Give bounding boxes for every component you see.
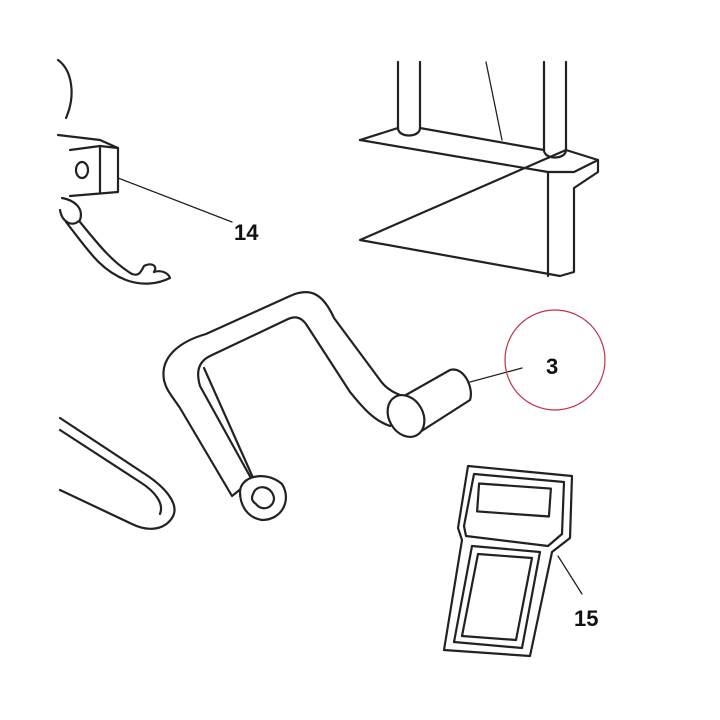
part-15-leader: [557, 555, 583, 595]
hub-leader: [485, 61, 503, 141]
part-3-leader: [469, 367, 523, 383]
part-3-arm-inner-edge: [202, 366, 256, 482]
frame-rail-outline: [58, 416, 176, 530]
hub-post-right: [542, 60, 568, 159]
part-3-pedal-cap: [386, 394, 426, 438]
part-14-leader: [117, 177, 233, 223]
frame-rail-inner-edge: [58, 428, 163, 516]
hub-unit: [358, 60, 600, 278]
part-14-hole: [74, 160, 90, 180]
part-14-wire-clip: [64, 220, 172, 285]
part-15-bezel: [462, 472, 566, 548]
part-15-display: [476, 482, 552, 518]
part-3-lever: [162, 291, 523, 522]
hub-top-edge: [358, 138, 600, 174]
part-3-crank-eye: [238, 475, 288, 522]
hub-housing: [358, 126, 600, 278]
part-14-bracket: [56, 58, 233, 285]
callout-14: 14: [234, 220, 259, 245]
hub-post-left: [396, 60, 422, 137]
part-15-housing: [442, 464, 574, 658]
callout-3: 3: [546, 354, 558, 379]
callout-15: 15: [574, 606, 598, 631]
part-14-block-top: [68, 144, 120, 152]
part-15-console: [442, 464, 583, 658]
part-3-crank-bolt: [250, 486, 276, 510]
callout-3-highlight-ring: [504, 309, 606, 411]
part-14-grommet: [58, 196, 82, 225]
part-15-keypad-inner: [460, 552, 534, 642]
part-14-curved-edge: [56, 58, 73, 120]
part-3-arm-body: [162, 291, 422, 498]
frame-rail: [58, 416, 176, 530]
part-15-keypad-area: [452, 544, 542, 650]
